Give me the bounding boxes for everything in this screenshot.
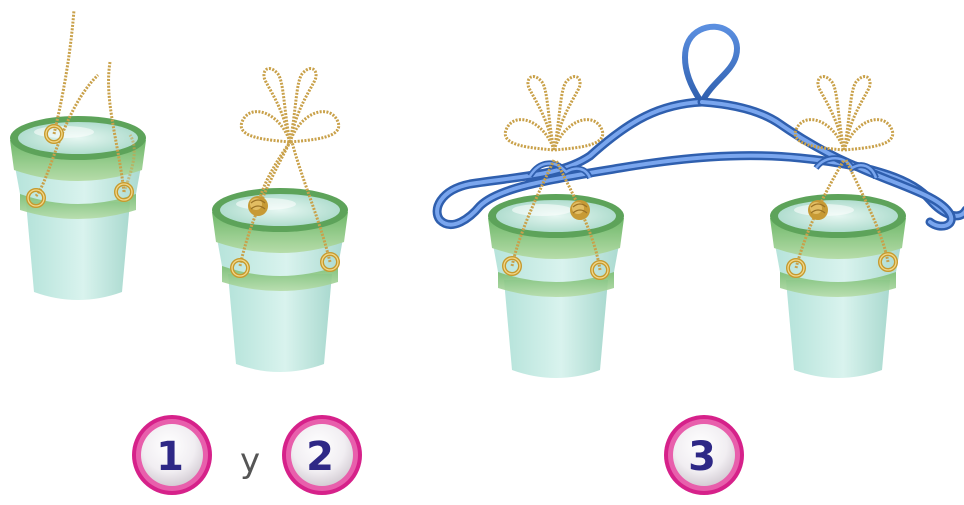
step-number-3: 3	[688, 434, 716, 480]
connector-text: y	[240, 441, 260, 481]
pot-step-1	[10, 10, 146, 300]
step-badge-3: 3	[664, 415, 744, 495]
hanger-icon	[437, 27, 964, 226]
step-number-1: 1	[156, 434, 184, 480]
step-badge-2: 2	[282, 415, 362, 495]
step-badge-1: 1	[132, 415, 212, 495]
step-number-2: 2	[306, 434, 334, 480]
pot-step-3-right	[770, 77, 906, 378]
pot-step-3-left	[488, 77, 624, 378]
pot-step-2	[212, 69, 348, 372]
